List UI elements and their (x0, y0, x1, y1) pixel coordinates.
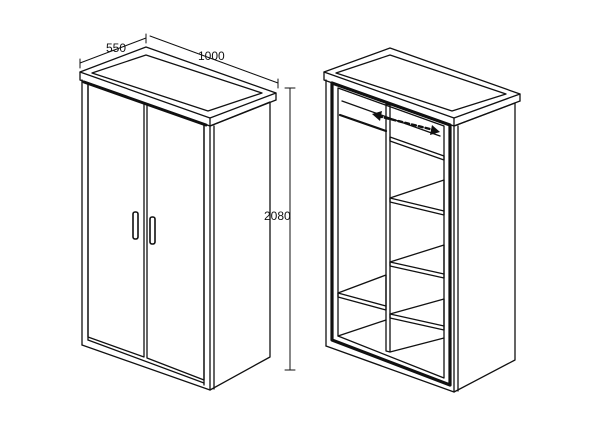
slide-arrow-line (376, 114, 436, 132)
open-side-panel (453, 102, 516, 393)
slide-arrow-right-icon (430, 125, 440, 135)
left-bottom-shelf-front (337, 292, 387, 307)
width-label: 1000 (198, 49, 225, 63)
right-door (146, 103, 205, 381)
closed-wardrobe (79, 46, 277, 391)
body-bottom-edge (81, 344, 211, 391)
right-handle (149, 216, 156, 245)
top-panel-inner (91, 54, 263, 112)
top-front-edge (79, 71, 211, 127)
depth-label: 550 (106, 41, 126, 55)
width-dimension-line (149, 35, 279, 84)
left-door (87, 83, 145, 358)
left-handle (132, 211, 139, 240)
shelf-1 (389, 136, 445, 161)
shelf-4 (389, 298, 445, 331)
shelf-3-front (389, 261, 445, 275)
left-floor-back (337, 319, 387, 337)
opening-inner (337, 87, 445, 379)
open-body-bottom-edge (325, 345, 455, 393)
open-wardrobe (323, 47, 521, 393)
left-bottom-shelf (337, 274, 387, 311)
opening-frame (330, 81, 452, 387)
slide-arrow-left-icon (372, 111, 382, 121)
shelf-3 (389, 244, 445, 279)
height-label: 2080 (264, 209, 291, 223)
depth-dimension-line (79, 37, 147, 64)
shelf-4-front (389, 313, 445, 327)
shelf-2-front (389, 197, 445, 212)
hanging-rail (338, 113, 388, 133)
top-panel (79, 46, 277, 119)
base-line (87, 339, 205, 384)
shelf-2 (389, 179, 445, 216)
open-top-panel (323, 47, 521, 119)
right-floor-back (389, 337, 445, 353)
open-top-panel-inner (335, 54, 507, 112)
dimension-lines (79, 33, 296, 371)
side-panel (209, 101, 271, 391)
